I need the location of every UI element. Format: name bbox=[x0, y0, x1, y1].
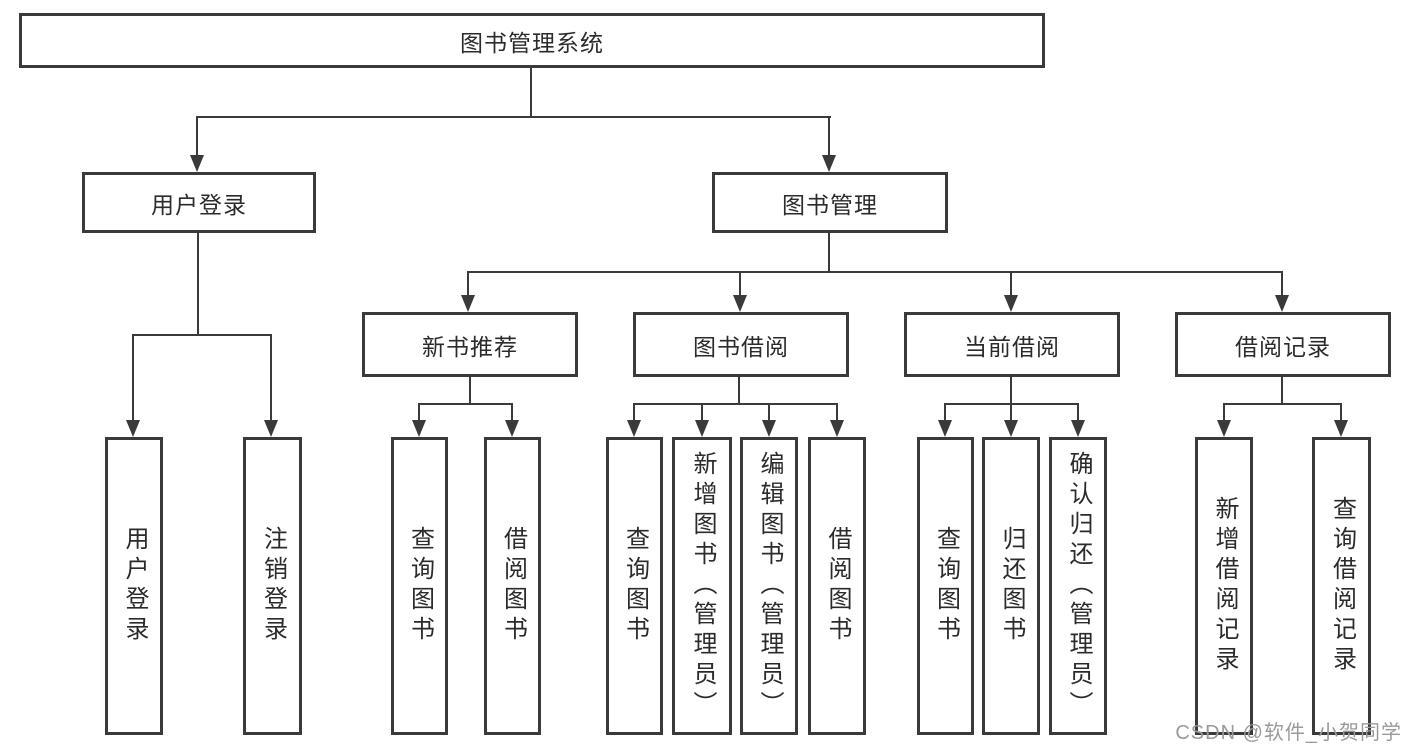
leaf-borrow-query-label: 查询图书 bbox=[621, 526, 649, 646]
leaf-records-query-label: 查询借阅记录 bbox=[1328, 496, 1356, 676]
arrowhead-icon bbox=[1217, 420, 1231, 437]
leaf-borrow-borrow: 借阅图书 bbox=[808, 437, 866, 735]
arrowhead-icon bbox=[822, 155, 836, 172]
leaf-records-add: 新增借阅记录 bbox=[1195, 437, 1253, 735]
connector-root-drop bbox=[530, 68, 532, 117]
arrowhead-icon bbox=[695, 420, 709, 437]
node-user-login: 用户登录 bbox=[82, 172, 316, 233]
connector-root-split bbox=[197, 116, 831, 118]
connector-mgmt-drop bbox=[828, 233, 830, 273]
leaf-borrow-add-admin-label: 新增图书（管理员） bbox=[689, 451, 716, 721]
leaf-borrow-edit-admin-label: 编辑图书（管理员） bbox=[756, 451, 783, 721]
node-root: 图书管理系统 bbox=[19, 13, 1045, 68]
connector-leaf bbox=[418, 403, 420, 421]
node-book-mgmt: 图书管理 bbox=[712, 172, 948, 233]
watermark: CSDN @软件_小贺同学 bbox=[1175, 722, 1402, 744]
arrowhead-icon bbox=[1275, 295, 1289, 312]
connector-to-borrow bbox=[739, 271, 741, 296]
connector-current-drop bbox=[1010, 377, 1012, 405]
connector-to-current bbox=[1010, 271, 1012, 296]
node-current-borrow-label: 当前借阅 bbox=[964, 333, 1060, 360]
connector-leaf bbox=[1223, 403, 1225, 421]
connector-to-user-login bbox=[196, 116, 198, 156]
leaf-current-return: 归还图书 bbox=[982, 437, 1040, 735]
node-borrow-records-label: 借阅记录 bbox=[1235, 333, 1331, 360]
node-user-login-label: 用户登录 bbox=[151, 191, 247, 218]
connector-to-logout-child bbox=[270, 334, 272, 420]
connector-leaf bbox=[1077, 403, 1079, 421]
leaf-current-query-label: 查询图书 bbox=[932, 526, 960, 646]
connector-records-split bbox=[1223, 403, 1342, 405]
connector-leaf bbox=[633, 403, 635, 421]
arrowhead-icon bbox=[1004, 295, 1018, 312]
arrowhead-icon bbox=[1071, 420, 1085, 437]
node-book-mgmt-label: 图书管理 bbox=[782, 191, 878, 218]
connector-mgmt-split bbox=[467, 271, 1282, 273]
connector-records-drop bbox=[1281, 377, 1283, 405]
connector-leaf bbox=[1010, 403, 1012, 421]
connector-login-drop bbox=[197, 233, 199, 336]
connector-login-split bbox=[132, 334, 272, 336]
arrowhead-icon bbox=[1334, 420, 1348, 437]
node-book-borrow: 图书借阅 bbox=[633, 312, 849, 377]
node-current-borrow: 当前借阅 bbox=[904, 312, 1120, 377]
leaf-current-confirm-admin: 确认归还（管理员） bbox=[1049, 437, 1107, 735]
leaf-newbook-borrow: 借阅图书 bbox=[484, 437, 541, 735]
arrowhead-icon bbox=[762, 420, 776, 437]
leaf-logout-label: 注销登录 bbox=[259, 526, 287, 646]
connector-leaf bbox=[944, 403, 946, 421]
node-new-book-label: 新书推荐 bbox=[422, 333, 518, 360]
node-new-book-recommend: 新书推荐 bbox=[362, 312, 578, 377]
connector-newbook-split bbox=[418, 403, 513, 405]
leaf-newbook-query: 查询图书 bbox=[391, 437, 448, 735]
arrowhead-icon bbox=[190, 155, 204, 172]
leaf-newbook-query-label: 查询图书 bbox=[406, 526, 434, 646]
leaf-logout: 注销登录 bbox=[243, 437, 302, 735]
leaf-current-return-label: 归还图书 bbox=[998, 526, 1025, 646]
arrowhead-icon bbox=[733, 295, 747, 312]
connector-newbook-drop bbox=[469, 377, 471, 405]
leaf-newbook-borrow-label: 借阅图书 bbox=[499, 526, 527, 646]
leaf-user-login-label: 用户登录 bbox=[121, 526, 148, 646]
connector-leaf bbox=[511, 403, 513, 421]
leaf-borrow-borrow-label: 借阅图书 bbox=[824, 526, 851, 646]
arrowhead-icon bbox=[1004, 420, 1018, 437]
node-book-borrow-label: 图书借阅 bbox=[693, 333, 789, 360]
node-borrow-records: 借阅记录 bbox=[1175, 312, 1391, 377]
connector-leaf bbox=[1340, 403, 1342, 421]
arrowhead-icon bbox=[126, 420, 140, 437]
leaf-records-query: 查询借阅记录 bbox=[1312, 437, 1371, 735]
leaf-current-confirm-admin-label: 确认归还（管理员） bbox=[1065, 451, 1092, 721]
connector-to-records bbox=[1281, 271, 1283, 296]
leaf-borrow-add-admin: 新增图书（管理员） bbox=[672, 437, 732, 735]
connector-leaf bbox=[701, 403, 703, 421]
connector-borrow-drop bbox=[738, 377, 740, 405]
node-root-label: 图书管理系统 bbox=[460, 29, 604, 56]
leaf-borrow-edit-admin: 编辑图书（管理员） bbox=[740, 437, 798, 735]
arrowhead-icon bbox=[830, 420, 844, 437]
connector-to-login-child bbox=[132, 334, 134, 420]
connector-to-book-mgmt bbox=[828, 116, 830, 156]
leaf-borrow-query: 查询图书 bbox=[606, 437, 663, 735]
arrowhead-icon bbox=[264, 420, 278, 437]
leaf-records-add-label: 新增借阅记录 bbox=[1211, 496, 1238, 676]
leaf-current-query: 查询图书 bbox=[917, 437, 974, 735]
arrowhead-icon bbox=[505, 420, 519, 437]
connector-to-new-book bbox=[467, 271, 469, 296]
arrowhead-icon bbox=[412, 420, 426, 437]
connector-leaf bbox=[768, 403, 770, 421]
leaf-user-login: 用户登录 bbox=[105, 437, 163, 735]
arrowhead-icon bbox=[938, 420, 952, 437]
connector-leaf bbox=[836, 403, 838, 421]
arrowhead-icon bbox=[461, 295, 475, 312]
arrowhead-icon bbox=[627, 420, 641, 437]
connector-borrow-split bbox=[633, 403, 838, 405]
